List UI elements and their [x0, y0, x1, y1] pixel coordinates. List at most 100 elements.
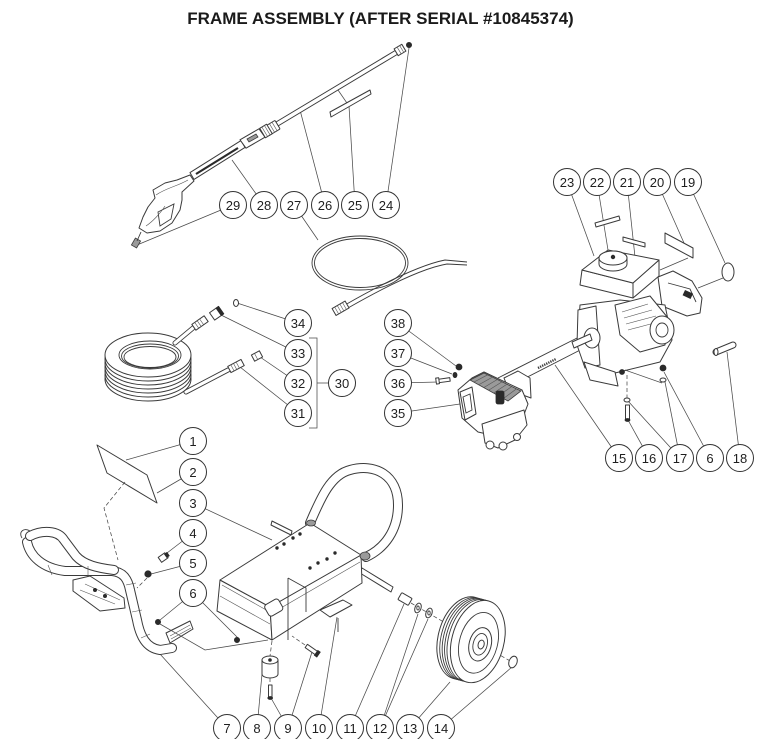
washer-12-hole: [416, 605, 420, 611]
foot-axis: [269, 640, 273, 657]
callout-number: 26: [318, 198, 332, 213]
callout-circle: [280, 191, 308, 219]
washer-part-17: [623, 397, 631, 403]
air-cleaner-cover: [657, 270, 703, 317]
elbow-pipe-part-18: [712, 341, 737, 356]
callout-number: 25: [348, 198, 362, 213]
foot-pad: [165, 620, 194, 644]
foot-pad-ribs: [169, 624, 192, 640]
callout-1: 1: [179, 427, 207, 455]
frame-hole: [291, 536, 295, 540]
nut-part-6-frame: [154, 619, 161, 626]
hose-upper-end-inner: [173, 326, 195, 345]
callout-number: 29: [226, 198, 240, 213]
gun-inlet-fitting: [130, 237, 142, 249]
gun-inlet-stem: [136, 231, 142, 242]
frame-hole: [298, 532, 302, 536]
leader-11: [349, 603, 405, 729]
leader-33: [218, 313, 299, 354]
callout-circle: [635, 444, 663, 472]
callout-31: 31: [284, 399, 312, 427]
frame-hole: [282, 542, 286, 546]
callout-9: 9: [274, 714, 302, 739]
label-part-22: [594, 215, 621, 228]
pump-unloader-knob: [495, 390, 505, 405]
nozzle-part-24: [405, 42, 412, 49]
callout-number: 15: [612, 451, 626, 466]
callout-33: 33: [284, 339, 312, 367]
callout-circle: [427, 714, 455, 739]
callout-number: 2: [189, 465, 196, 480]
o-ring-part-34: [233, 299, 239, 307]
callout-circle: [311, 191, 339, 219]
bolt-9-head: [267, 696, 274, 700]
connector-rib: [230, 364, 235, 372]
callout-4: 4: [179, 519, 207, 547]
washer-part-12: [414, 602, 422, 614]
callout-24: 24: [372, 191, 400, 219]
callout-circle: [250, 191, 278, 219]
leader-7: [159, 653, 228, 729]
bracket-plate-detail: [79, 583, 121, 605]
callout-number: 5: [189, 556, 196, 571]
foot-8-hole: [268, 658, 272, 662]
callout-number: 21: [620, 175, 634, 190]
bracket-hole: [93, 588, 98, 593]
callout-circle: [553, 168, 581, 196]
callout-number: 11: [343, 721, 357, 736]
callout-number: 31: [291, 406, 305, 421]
decal-part-19: [721, 262, 735, 282]
handle-bracket-plate: [72, 575, 126, 612]
foot-part-8: [261, 659, 279, 679]
callout-27: 27: [280, 191, 308, 219]
callout-circle: [274, 714, 302, 739]
pump-rib: [493, 383, 508, 394]
callout-5: 5: [179, 549, 207, 577]
callout-number: 12: [373, 721, 387, 736]
frame-hole: [333, 551, 337, 555]
pump-crankcase-end: [459, 386, 477, 421]
coupler-33-ring: [215, 305, 225, 317]
handle-rung-fill: [26, 527, 118, 574]
callout-circle: [243, 714, 271, 739]
callouts-frame-left: 1 2 3 4 5 6: [179, 427, 207, 607]
pump-port: [485, 440, 495, 450]
air-cleaner-detail: [667, 282, 697, 303]
callout-3: 3: [179, 489, 207, 517]
callout-circle: [726, 444, 754, 472]
hose-coil-inner: [123, 346, 177, 368]
callout-number: 1: [189, 434, 196, 449]
bolt-9-axis: [291, 635, 306, 646]
bolt-part-9-lower: [268, 684, 273, 699]
pump-rib: [483, 379, 498, 388]
callout-14: 14: [427, 714, 455, 739]
pump-rib: [488, 381, 503, 391]
callout-21: 21: [613, 168, 641, 196]
callout-circle: [696, 444, 724, 472]
label-part-1-2: [96, 444, 158, 504]
callout-19: 19: [674, 168, 702, 196]
callouts-engine-top: 23 22 21 20 19: [553, 168, 702, 196]
spacer-part-11: [397, 592, 413, 606]
upper-connector-body: [191, 315, 209, 331]
bolt-36-head: [435, 377, 440, 385]
callouts-engine-hardware: 15 16 17 6 18: [605, 444, 754, 472]
bolt-part-36: [435, 377, 451, 385]
callout-number: 13: [403, 721, 417, 736]
callout-circle: [336, 714, 364, 739]
callout-number: 35: [391, 406, 405, 421]
frame-mount-line: [159, 623, 269, 651]
leader-15: [554, 364, 620, 459]
crankshaft-stub: [571, 333, 593, 349]
callout-25: 25: [341, 191, 369, 219]
callouts-pump-group: 38 37 36 35: [384, 309, 412, 427]
hose-tail: [347, 263, 468, 309]
leader-18: [726, 351, 741, 459]
pump-rib: [503, 388, 517, 399]
inlet-fitting-body: [130, 237, 142, 249]
callout-circle: [179, 549, 207, 577]
pump-port: [513, 433, 521, 441]
connector-rib: [199, 318, 204, 325]
callout-circle: [179, 519, 207, 547]
